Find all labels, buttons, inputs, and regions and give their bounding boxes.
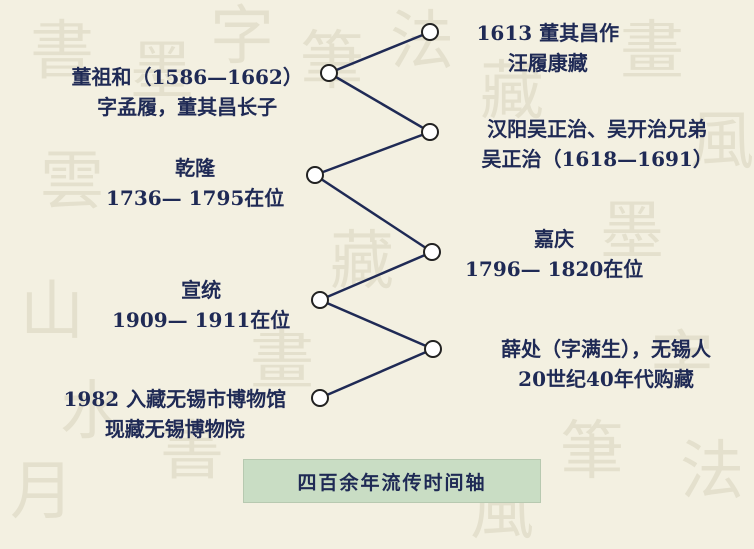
event-label-line: 董祖和（1586—1662） [71, 65, 303, 89]
timeline-connector [328, 30, 431, 75]
event-label: 宣统 1909— 1911在位 [112, 275, 290, 335]
timeline-connector [328, 71, 431, 134]
timeline-node [306, 166, 324, 184]
event-label: 薛处（字满生），无锡人 20世纪40年代购藏 [501, 334, 711, 394]
event-label-line: 汉阳吴正治、吴开治兄弟 [487, 117, 708, 141]
timeline-nodes [306, 23, 442, 407]
timeline-connector [314, 130, 431, 177]
timeline-node [424, 340, 442, 358]
timeline-connector [319, 347, 434, 400]
timeline-node [423, 243, 441, 261]
event-label-line: 1736— 1795在位 [106, 186, 285, 210]
timeline-node [320, 64, 338, 82]
timeline-connectors [314, 30, 434, 400]
event-label: 嘉庆 1796— 1820在位 [465, 224, 643, 284]
event-label: 乾隆 1736— 1795在位 [106, 153, 284, 213]
event-label-line: 1909— 1911在位 [112, 308, 291, 332]
event-label-line: 乾隆 [175, 156, 216, 180]
event-label-line: 1613 董其昌作 [476, 21, 620, 45]
timeline-node [421, 123, 439, 141]
event-label-line: 现藏无锡博物院 [104, 417, 245, 441]
event-label-line: 薛处（字满生），无锡人 [501, 337, 711, 361]
timeline-node [311, 389, 329, 407]
event-label: 1982 入藏无锡市博物馆现藏无锡博物院 [64, 384, 287, 444]
timeline-node [421, 23, 439, 41]
event-label-line: 吴正治（1618—1691） [481, 147, 713, 171]
event-label-line: 1796— 1820在位 [465, 257, 644, 281]
event-label: 1613 董其昌作汪履康藏 [477, 18, 620, 78]
event-label-line: 1982 入藏无锡市博物馆 [63, 387, 287, 411]
event-label-line: 汪履康藏 [507, 51, 588, 75]
event-label: 董祖和（1586—1662） 字孟履，董其昌长子 [72, 62, 303, 122]
timeline-node [311, 291, 329, 309]
event-label-line: 字孟履，董其昌长子 [97, 95, 278, 119]
caption-text: 四百余年流传时间轴 [297, 471, 487, 494]
timeline-connector [319, 250, 433, 302]
timeline-caption: 四百余年流传时间轴 [243, 459, 541, 503]
event-label: 汉阳吴正治、吴开治兄弟吴正治（1618—1691） [482, 114, 713, 174]
timeline-diagram [306, 23, 442, 407]
event-label-line: 嘉庆 [534, 227, 575, 251]
event-label-line: 宣统 [181, 278, 222, 302]
event-label-line: 20世纪40年代购藏 [518, 367, 694, 391]
timeline-connector [314, 173, 433, 254]
timeline-connector [319, 298, 434, 351]
